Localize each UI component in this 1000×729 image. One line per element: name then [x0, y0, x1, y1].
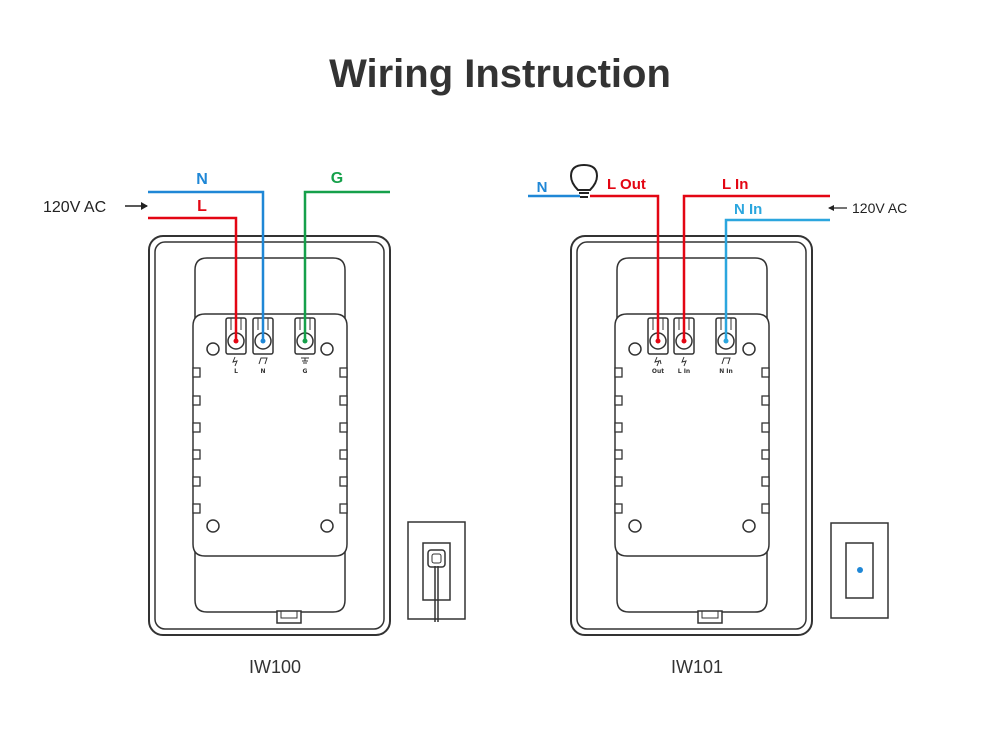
neutral-symbol-icon [258, 357, 268, 365]
iw101-wire-n-in-label: N In [734, 201, 762, 218]
iw101-model-label: IW101 [671, 657, 723, 677]
iw101-wire-l-in [682, 194, 830, 341]
iw101-wire-l-out-label: L Out [607, 176, 646, 193]
lightning-icon [681, 356, 687, 367]
neutral-symbol-icon [721, 357, 731, 365]
iw100-model-label: IW100 [249, 657, 301, 677]
iw100-terminal-board [192, 313, 348, 557]
iw100-inner-frame [154, 241, 385, 630]
iw100-switch-thumbnail [407, 521, 466, 622]
iw100-terminal-n-label: N [260, 368, 265, 375]
iw101-wire-n-label: N [537, 179, 548, 196]
iw101-wire-l-in-label: L In [722, 176, 748, 193]
iw100-wire-n-label: N [196, 171, 208, 188]
iw101-terminal-board [614, 313, 770, 557]
page-title: Wiring Instruction [329, 52, 671, 96]
iw101-terminal-n-in-label: N In [719, 368, 733, 375]
iw100-housing [194, 257, 346, 613]
lightning-out-icon [654, 356, 662, 367]
iw100-wire-g-label: G [331, 170, 343, 187]
iw100-outer-frame [148, 235, 391, 636]
iw101-terminal-l-in-label: L In [678, 368, 690, 375]
iw100-wire-g [303, 190, 390, 341]
iw101-terminal-out-label: Out [652, 368, 664, 375]
iw100-supply-label: 120V AC [43, 199, 106, 216]
iw101-supply-label: 120V AC [852, 200, 907, 216]
lightning-icon [232, 356, 238, 367]
iw100-terminal-l-label: L [234, 368, 238, 375]
iw101-wire-n-in [724, 218, 830, 341]
iw101-diagram: Out L In N In N L Out L In N In 120V AC [528, 163, 907, 677]
light-bulb-icon [569, 163, 599, 198]
iw101-wire-l-out [590, 194, 660, 341]
iw100-wire-l [148, 216, 238, 341]
iw101-switch-thumbnail [830, 522, 889, 619]
iw100-terminal-g-label: G [303, 368, 308, 375]
iw101-inner-frame [576, 241, 807, 630]
iw101-outer-frame [570, 235, 813, 636]
iw101-terminal-l-in [673, 317, 695, 355]
indicator-led-icon [857, 567, 863, 573]
ground-icon [301, 357, 309, 364]
iw100-wire-n [148, 190, 265, 341]
iw100-wire-l-label: L [197, 198, 207, 215]
iw100-diagram: L N G N L G 120V AC IW100 [43, 170, 466, 677]
